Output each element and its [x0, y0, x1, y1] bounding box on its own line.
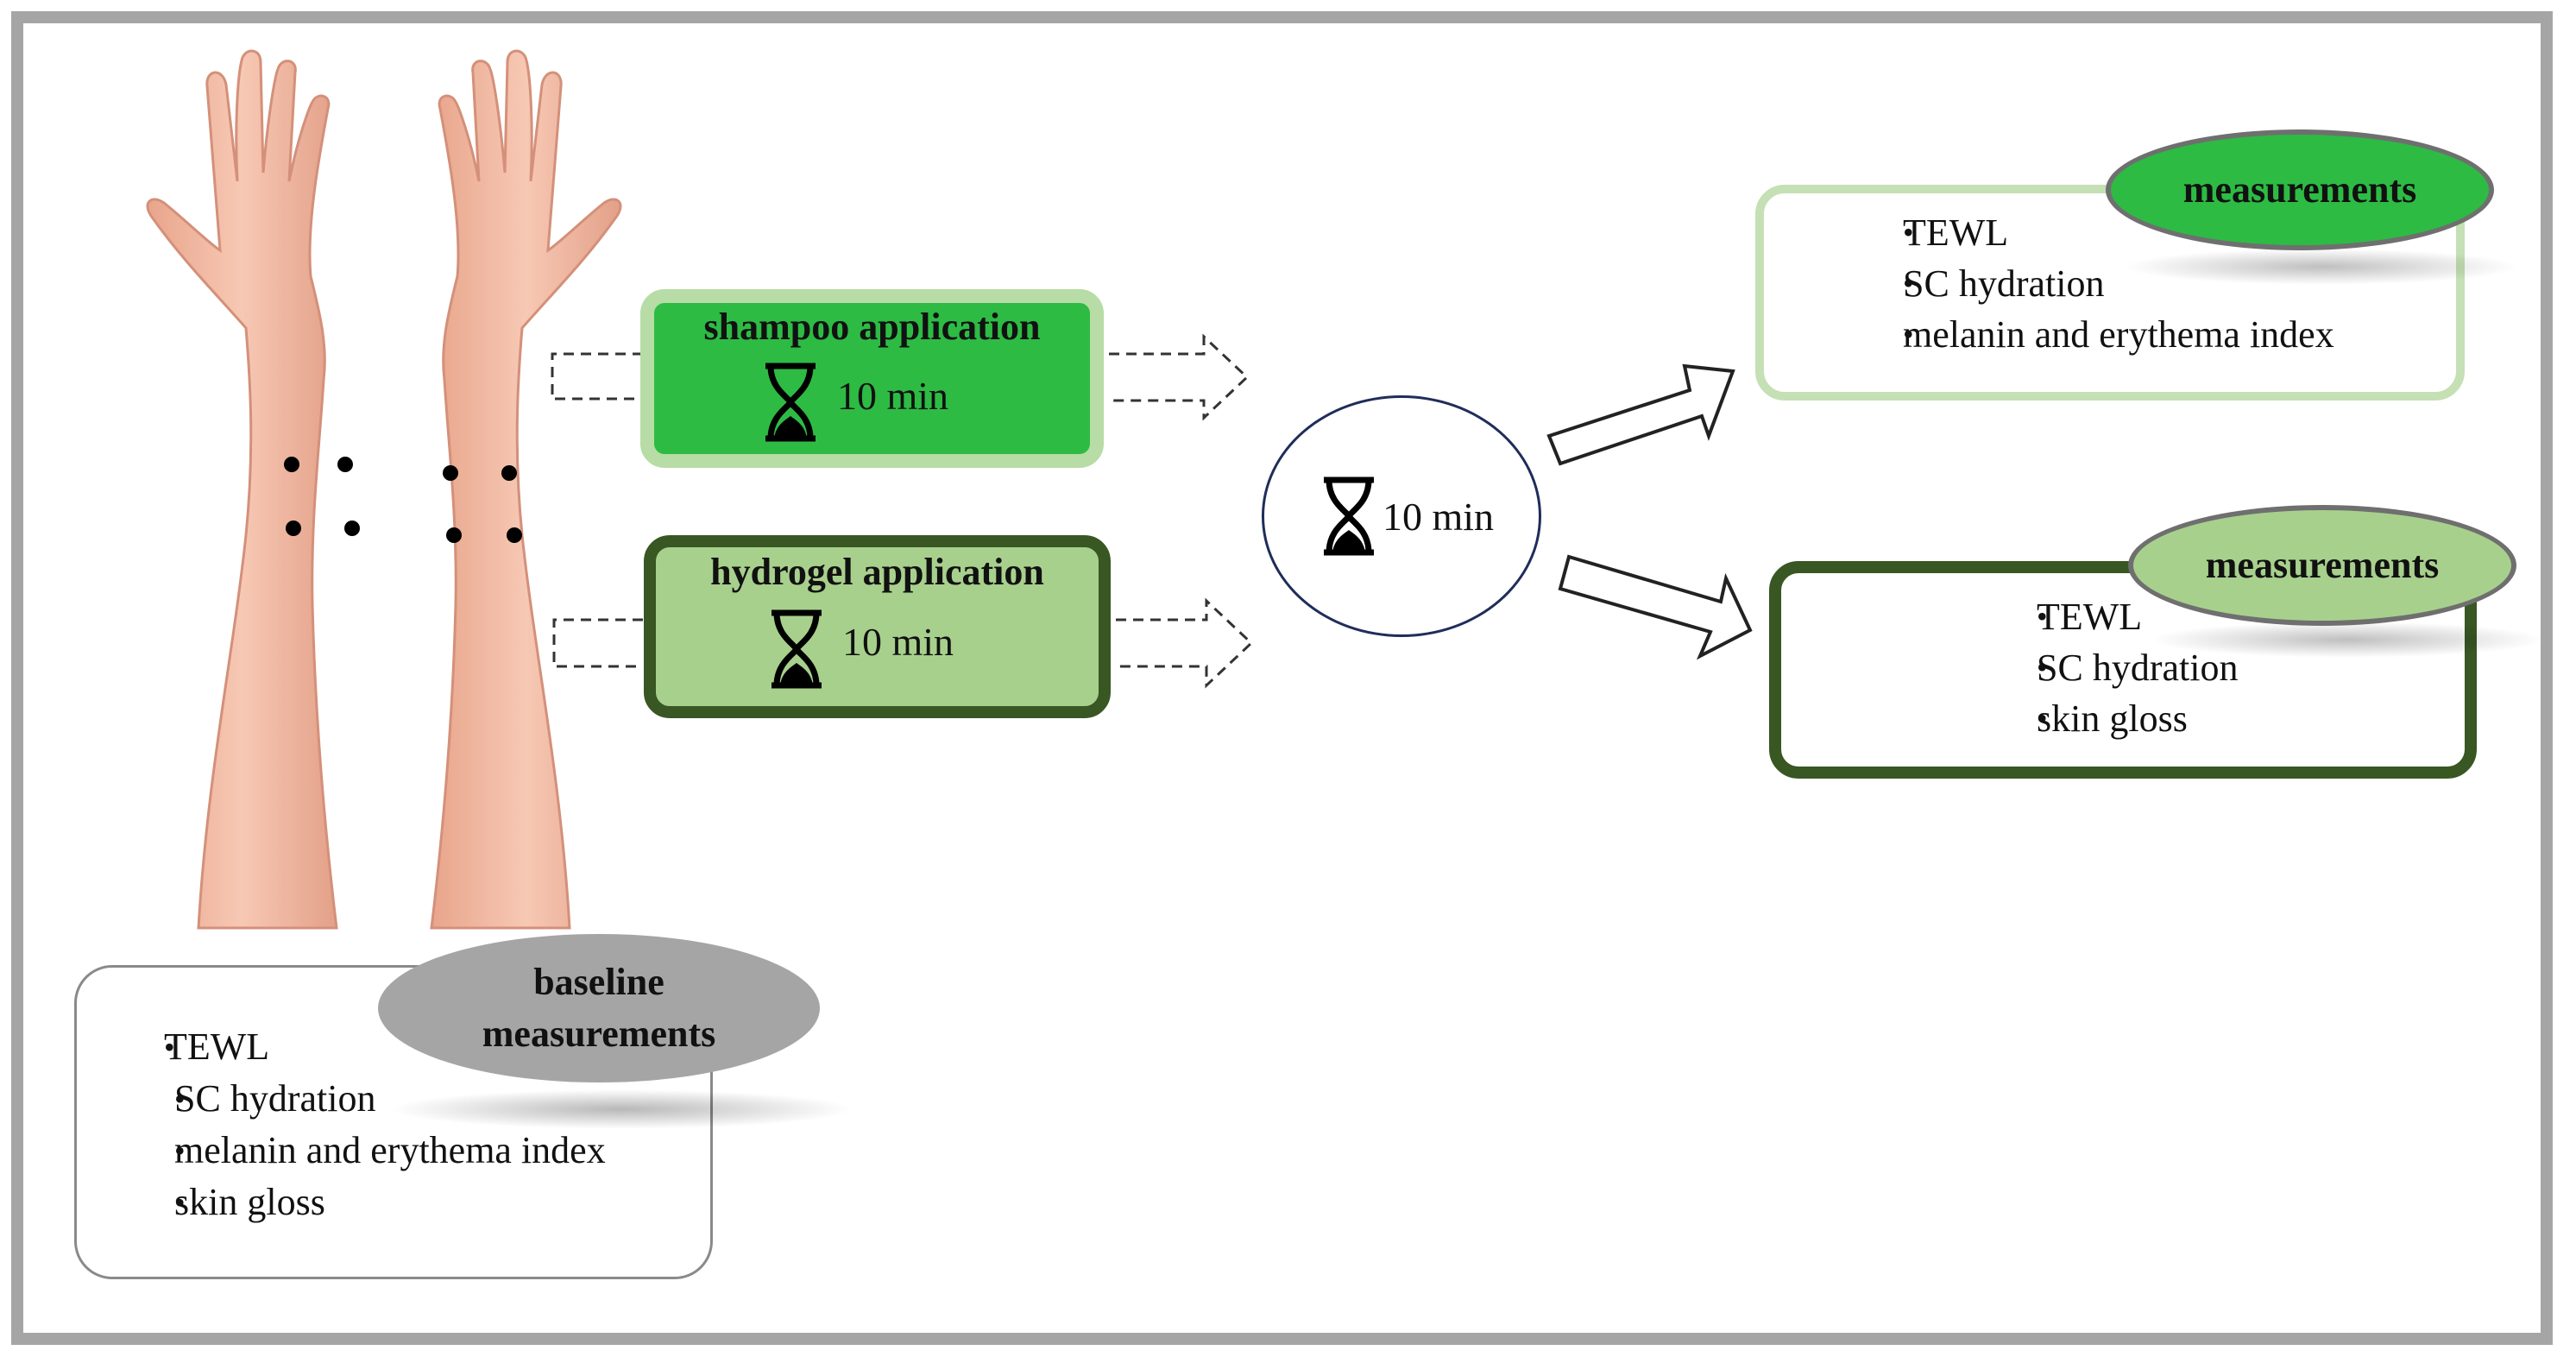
list-item: TEWL — [114, 1021, 606, 1073]
baseline-title-line1: baseline — [533, 961, 664, 1003]
list-item: TEWL — [1812, 207, 2334, 258]
wait-duration: 10 min — [1382, 495, 1495, 539]
outline-arrow-upper — [1546, 363, 1735, 466]
list-item: SC hydration — [1812, 258, 2334, 309]
right-arm — [430, 49, 622, 930]
list-item: skin gloss — [114, 1177, 606, 1228]
hydrogel-application-box — [644, 535, 1111, 718]
dashed-arrow-shampoo — [1109, 333, 1250, 421]
measurements-hydrogel-list: TEWL SC hydration skin gloss — [1946, 591, 2238, 744]
hydrogel-title: hydrogel application — [710, 551, 1044, 593]
wait-circle — [1262, 395, 1541, 637]
list-item: skin gloss — [1946, 693, 2238, 744]
hourglass-icon — [1324, 476, 1374, 556]
shampoo-duration: 10 min — [837, 374, 949, 418]
shampoo-application-box — [640, 289, 1104, 468]
hourglass-icon — [765, 363, 816, 442]
baseline-list: TEWL SC hydration melanin and erythema i… — [114, 1021, 606, 1228]
measurements-shampoo-list: TEWL SC hydration melanin and erythema i… — [1812, 207, 2334, 360]
outline-arrow-lower — [1558, 554, 1753, 660]
hydrogel-duration: 10 min — [842, 620, 954, 664]
list-item: TEWL — [1946, 591, 2238, 642]
hourglass-icon — [772, 609, 822, 689]
dashed-arrow-hydrogel — [1116, 597, 1254, 689]
list-item: SC hydration — [1946, 642, 2238, 693]
list-item: SC hydration — [114, 1073, 606, 1125]
left-arm — [146, 49, 338, 930]
test-site-dots — [284, 457, 522, 543]
shampoo-title: shampoo application — [703, 306, 1041, 348]
list-item: melanin and erythema index — [1812, 309, 2334, 360]
list-item: melanin and erythema index — [114, 1125, 606, 1177]
